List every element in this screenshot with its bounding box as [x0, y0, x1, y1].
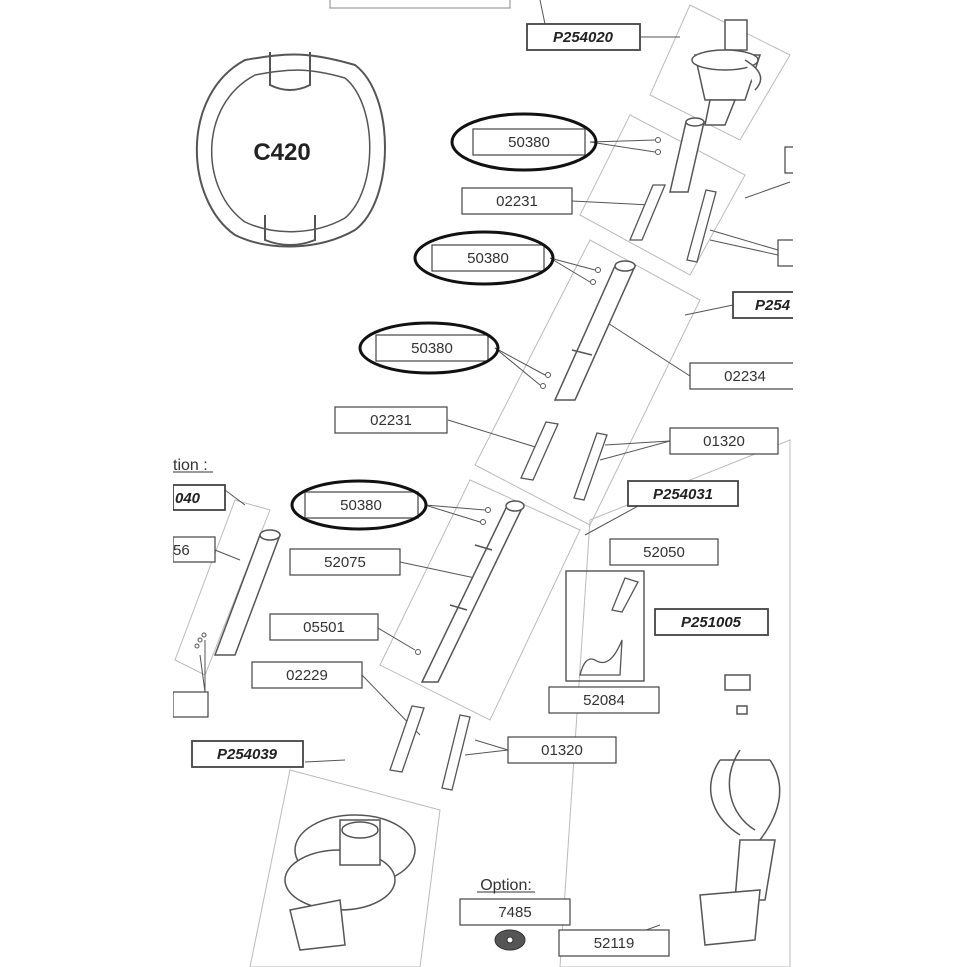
c420-profile: [195, 52, 386, 248]
box-left-partial-1: [172, 484, 226, 511]
clip-parts: [565, 570, 645, 682]
label-P254039: P254039: [217, 746, 278, 763]
c420-label: C420: [253, 139, 310, 166]
highlight-50380-b: [413, 230, 555, 286]
label-7485: 7485: [498, 904, 531, 921]
box-02234: [689, 362, 801, 390]
box-50380-c: [375, 334, 489, 362]
box-52050: [609, 538, 719, 566]
box-02231-b: [334, 406, 448, 434]
highlight-50380-c: [358, 321, 500, 375]
right-partial-label: P254: [755, 297, 791, 314]
leader-lines: [199, 0, 791, 944]
label-P254020: P254020: [553, 29, 614, 46]
label-02231-a: 02231: [496, 193, 538, 210]
label-50380-a: 50380: [508, 134, 550, 151]
highlight-ellipses: [290, 112, 598, 531]
strips: [389, 184, 717, 791]
label-01320-a: 01320: [703, 433, 745, 450]
label-52084: 52084: [583, 692, 625, 709]
left-mask: [0, 0, 173, 967]
tube-52075: [420, 505, 525, 683]
label-boxes: [172, 23, 806, 957]
label-02229: 02229: [286, 667, 328, 684]
box-52075: [289, 548, 401, 576]
bottom-pulley: [284, 814, 416, 951]
box-P254020: [526, 23, 641, 51]
highlight-50380-d: [290, 479, 428, 531]
label-52050: 52050: [643, 544, 685, 561]
label-52119: 52119: [594, 935, 635, 952]
highlight-50380-a: [450, 112, 598, 172]
label-50380-b: 50380: [467, 250, 509, 267]
box-P254031: [627, 480, 739, 507]
box-50380-b: [431, 244, 545, 272]
box-left-partial-3: [172, 691, 209, 718]
box-05501: [269, 613, 379, 641]
right-mask: [793, 0, 967, 967]
box-52084: [548, 686, 660, 714]
box-7485: [459, 898, 571, 926]
panel-right: [559, 439, 791, 967]
box-02231-a: [461, 187, 573, 215]
tube-top: [669, 121, 705, 193]
label-52075: 52075: [324, 554, 366, 571]
label-05501: 05501: [303, 619, 345, 636]
label-50380-c: 50380: [411, 340, 453, 357]
panel-top: [649, 4, 791, 141]
panel-upper: [579, 114, 746, 276]
option-partial-label: tion :: [173, 457, 208, 474]
label-P254031: P254031: [653, 486, 713, 503]
box-right-partial: [732, 291, 804, 319]
label-02231-b: 02231: [370, 412, 412, 429]
box-50380-a: [472, 128, 586, 156]
panel-bottom: [249, 769, 441, 967]
label-01320-b: 01320: [541, 742, 583, 759]
option-label: Option:: [480, 877, 532, 894]
box-01320-a: [669, 427, 779, 455]
box-01320-b: [507, 736, 617, 764]
box-52119: [558, 929, 670, 957]
box-P254039: [191, 740, 304, 768]
screws: [194, 137, 661, 655]
label-50380-d: 50380: [340, 497, 382, 514]
box-02229: [251, 661, 363, 689]
label-P251005: P251005: [681, 614, 742, 631]
right-mechanism: [699, 674, 781, 946]
box-P251005: [654, 608, 769, 636]
tubes: [213, 117, 705, 683]
panel-lower: [379, 479, 581, 721]
box-50380-d: [304, 491, 419, 519]
label-02234: 02234: [724, 368, 766, 385]
knob-7485: [494, 929, 526, 951]
top-partial-box: [329, 0, 511, 9]
left-partial-label-1: 040: [175, 490, 201, 507]
left-partial-label-2: 56: [173, 542, 190, 559]
top-mechanism: [691, 19, 762, 126]
